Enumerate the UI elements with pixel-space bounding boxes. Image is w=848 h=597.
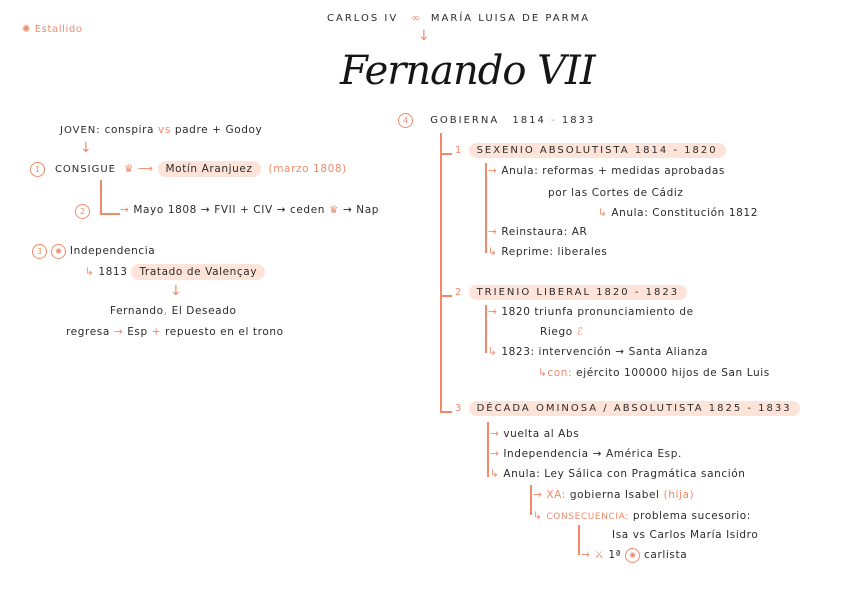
step-2: 2 (75, 204, 90, 219)
arrow-icon: ⟶ (137, 163, 154, 175)
joven-line: JOVEN: conspira vs padre + Godoy (60, 124, 263, 136)
page-title: Fernando VII (340, 48, 596, 94)
consigue-line: 1 CONSIGUE ♛ ⟶ Motín Aranjuez (marzo 180… (30, 161, 347, 177)
rings-icon: ∞ (411, 13, 419, 24)
tratado-line: ↳ 1813 Tratado de Valençay (85, 264, 266, 280)
independencia-line: 3 ✺ Independencia (32, 244, 155, 259)
explosion-icon: ✺ (22, 24, 31, 35)
crown-icon: ♛ (123, 163, 134, 175)
down-arrow-icon: ↓ (418, 28, 430, 44)
regresa-line: regresa → Esp + repuesto en el trono (66, 326, 284, 338)
period-1-heading: 1 SEXENIO ABSOLUTISTA 1814 - 1820 (455, 143, 726, 158)
mayo-line: → Mayo 1808 → FVII + CIV → ceden ♛ → Nap (120, 204, 380, 216)
explosion-icon: ✺ (50, 244, 66, 259)
crown-icon: ♛ (328, 204, 339, 216)
estallido-note: ✺ Estallido (22, 24, 83, 35)
gobierna-heading: 4 GOBIERNA 1814 - 1833 (398, 113, 595, 128)
down-arrow-icon: ↓ (80, 140, 92, 156)
motin-highlight: Motín Aranjuez (157, 161, 261, 177)
period-2-heading: 2 TRIENIO LIBERAL 1820 - 1823 (455, 285, 688, 300)
parents-line: CARLOS IV ∞ MARÍA LUISA DE PARMA (327, 13, 591, 24)
deseado-line: Fernando, El Deseado (110, 305, 237, 317)
step-number-1: 1 (30, 162, 45, 177)
period-3-heading: 3 DÉCADA OMINOSA / ABSOLUTISTA 1825 - 18… (455, 401, 800, 416)
war-icon: ✺ (625, 548, 641, 563)
down-arrow-icon: ↓ (170, 283, 182, 299)
tratado-highlight: Tratado de Valençay (131, 264, 266, 280)
